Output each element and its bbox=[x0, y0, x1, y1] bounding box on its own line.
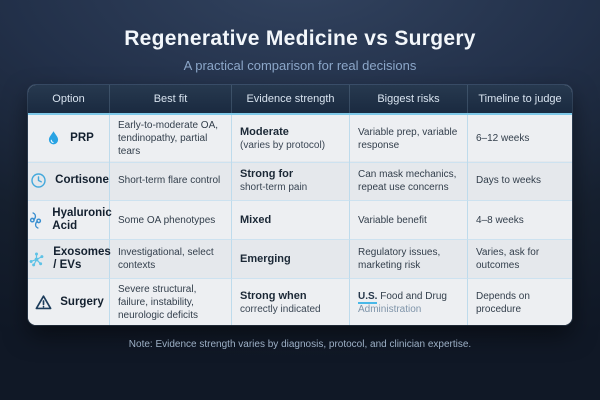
evidence-main: Strong for bbox=[240, 167, 294, 180]
option-label: PRP bbox=[70, 131, 94, 144]
us-fda-link[interactable]: U.S. bbox=[358, 290, 378, 304]
timeline-cell: 6–12 weeks bbox=[468, 115, 572, 163]
table-row-prp: PRP Early-to-moderate OA, tendinopathy, … bbox=[28, 115, 572, 163]
table-row-exosomes-evs: Exosomes / EVs Investigational, select c… bbox=[28, 240, 572, 279]
comparison-table: Option Best fit Evidence strength Bigges… bbox=[28, 85, 572, 325]
clock-icon bbox=[29, 171, 48, 190]
risks-cell: Regulatory issues, marketing risk bbox=[350, 240, 468, 279]
risks-cell: Variable benefit bbox=[350, 201, 468, 240]
molecule-icon bbox=[28, 250, 46, 269]
best-fit-cell: Severe structural, failure, instability,… bbox=[110, 279, 232, 325]
column-header-option: Option bbox=[28, 85, 110, 113]
table-row-hyaluronic-acid: Hyaluronic Acid Some OA phenotypes Mixed… bbox=[28, 201, 572, 240]
droplet-icon bbox=[44, 129, 63, 148]
page-title: Regenerative Medicine vs Surgery bbox=[124, 27, 476, 50]
evidence-main: Strong when bbox=[240, 289, 307, 302]
table-header-row: Option Best fit Evidence strength Bigges… bbox=[28, 85, 572, 115]
option-cell: Exosomes / EVs bbox=[28, 240, 111, 279]
option-cell: Surgery bbox=[28, 279, 110, 325]
option-cell: Cortisone bbox=[28, 161, 110, 201]
column-header-best-fit: Best fit bbox=[110, 85, 232, 113]
table-row-cortisone: Cortisone Short-term flare control Stron… bbox=[28, 161, 572, 201]
best-fit-cell: Investigational, select contexts bbox=[110, 240, 232, 279]
column-header-timeline: Timeline to judge bbox=[478, 93, 562, 105]
option-cell: Hyaluronic Acid bbox=[28, 201, 112, 240]
best-fit-cell: Short-term flare control bbox=[110, 161, 232, 201]
option-label: Exosomes / EVs bbox=[53, 245, 111, 271]
fda-sub-text: Administration bbox=[358, 303, 422, 315]
timeline-cell: Varies, ask for outcomes bbox=[468, 240, 572, 279]
option-cell: PRP bbox=[28, 115, 110, 163]
evidence-cell: Mixed bbox=[232, 201, 350, 240]
evidence-main: Moderate bbox=[240, 125, 289, 138]
risks-cell: Variable prep, variable response bbox=[350, 115, 468, 163]
evidence-sub: (varies by protocol) bbox=[240, 140, 326, 152]
column-header-biggest-risks: Biggest risks bbox=[350, 85, 468, 113]
evidence-cell: Strong for short-term pain bbox=[232, 161, 350, 201]
table-row-surgery: Surgery Severe structural, failure, inst… bbox=[28, 279, 572, 325]
evidence-main: Mixed bbox=[240, 213, 272, 226]
option-label: Cortisone bbox=[55, 173, 109, 186]
warning-triangle-icon bbox=[34, 293, 53, 312]
option-label: Surgery bbox=[60, 295, 104, 308]
page-subtitle: A practical comparison for real decision… bbox=[183, 58, 417, 73]
evidence-cell: Emerging bbox=[232, 240, 350, 279]
evidence-sub: short-term pain bbox=[240, 182, 308, 194]
footnote: Note: Evidence strength varies by diagno… bbox=[128, 339, 472, 350]
option-label: Hyaluronic Acid bbox=[52, 206, 112, 232]
timeline-cell: 4–8 weeks bbox=[468, 201, 572, 240]
timeline-cell: Depends on procedure bbox=[476, 290, 530, 315]
column-header-evidence-strength: Evidence strength bbox=[232, 85, 350, 113]
risks-cell-fda: U.S. Food and Drug Administration bbox=[350, 279, 468, 325]
joint-icon bbox=[28, 211, 45, 230]
evidence-main: Emerging bbox=[240, 252, 291, 265]
best-fit-cell: Some OA phenotypes bbox=[110, 201, 232, 240]
timeline-cell: Days to weeks bbox=[468, 161, 572, 201]
evidence-cell: Strong when correctly indicated bbox=[232, 279, 350, 325]
evidence-sub: correctly indicated bbox=[240, 304, 321, 316]
evidence-cell: Moderate (varies by protocol) bbox=[232, 115, 350, 163]
fda-mid-text: Food and Drug bbox=[380, 290, 447, 302]
best-fit-cell: Early-to-moderate OA, tendinopathy, part… bbox=[110, 115, 232, 163]
risks-cell: Can mask mechanics, repeat use concerns bbox=[350, 161, 468, 201]
fda-line: U.S. Food and Drug bbox=[358, 290, 459, 304]
